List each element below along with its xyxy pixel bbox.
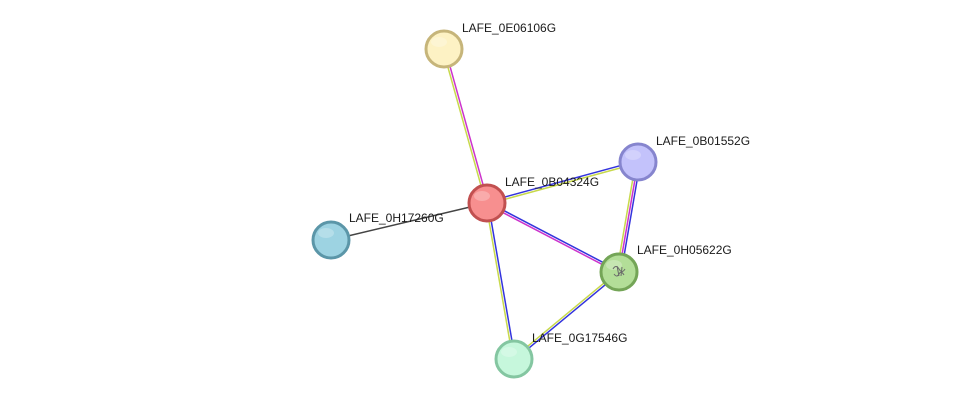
nodes-layer bbox=[311, 29, 658, 379]
edge-n2-n4 bbox=[330, 202, 488, 241]
edge-strand bbox=[444, 48, 489, 203]
node-label: LAFE_0H05622G bbox=[637, 243, 732, 257]
node-circle[interactable] bbox=[494, 339, 534, 379]
node-label: LAFE_0B04324G bbox=[505, 175, 599, 189]
node-label: LAFE_0B01552G bbox=[656, 134, 750, 148]
edge-n2-n5 bbox=[486, 201, 620, 274]
node-circle[interactable] bbox=[618, 142, 658, 182]
node-label: LAFE_0G17546G bbox=[532, 331, 627, 345]
node-lafe-0h05622g[interactable] bbox=[599, 252, 639, 292]
labels-layer: LAFE_0E06106G LAFE_0B04324G LAFE_0B01552G L… bbox=[349, 21, 750, 345]
protein-structure-icon bbox=[612, 265, 626, 277]
node-label: LAFE_0E06106G bbox=[462, 21, 556, 35]
node-circle[interactable] bbox=[424, 29, 464, 69]
node-label: LAFE_0H17260G bbox=[349, 211, 444, 225]
edge-strand bbox=[487, 162, 639, 205]
node-circle[interactable] bbox=[467, 183, 507, 223]
edge-strand bbox=[487, 201, 620, 272]
edge-strand bbox=[512, 270, 619, 359]
node-highlight bbox=[625, 150, 641, 160]
edge-n2-n3 bbox=[486, 160, 639, 205]
node-circle[interactable] bbox=[311, 220, 351, 260]
node-highlight bbox=[431, 37, 447, 47]
edge-strand bbox=[330, 202, 488, 241]
node-circle[interactable] bbox=[599, 252, 639, 292]
edge-strand bbox=[486, 203, 619, 274]
edge-n1-n2 bbox=[442, 48, 489, 204]
node-highlight bbox=[318, 228, 334, 238]
node-lafe-0g17546g[interactable] bbox=[494, 339, 534, 379]
node-highlight bbox=[474, 191, 490, 201]
node-highlight bbox=[606, 260, 622, 270]
node-lafe-0b01552g[interactable] bbox=[618, 142, 658, 182]
edge-n2-n6 bbox=[485, 202, 516, 360]
node-lafe-0e06106g[interactable] bbox=[424, 29, 464, 69]
edge-strand bbox=[514, 272, 621, 361]
edge-strand bbox=[487, 202, 516, 359]
edge-n5-n6 bbox=[512, 270, 621, 361]
node-lafe-0b04324g[interactable] bbox=[467, 183, 507, 223]
node-lafe-0h17260g[interactable] bbox=[311, 220, 351, 260]
edge-strand bbox=[485, 203, 514, 360]
edge-strand bbox=[486, 160, 638, 203]
node-highlight bbox=[501, 347, 517, 357]
edge-strand bbox=[442, 49, 487, 204]
